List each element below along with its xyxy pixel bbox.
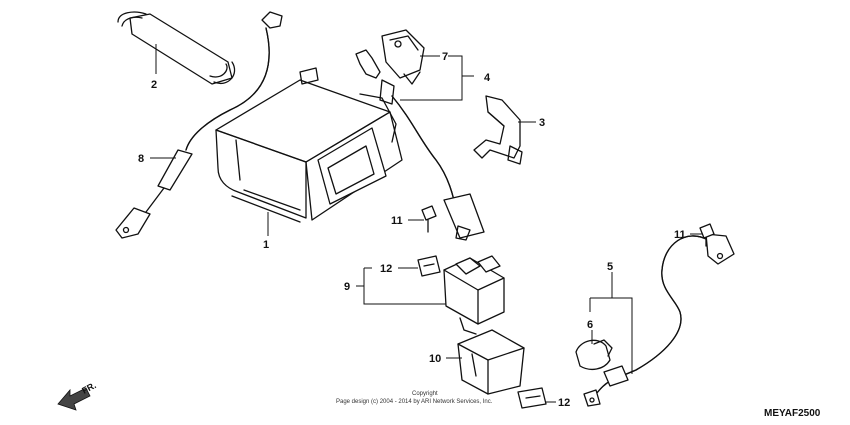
callout-4: 4 xyxy=(484,72,491,84)
bolt-part[interactable] xyxy=(421,205,437,233)
callout-12-upper: 12 xyxy=(380,263,392,275)
terminal-boot-part[interactable] xyxy=(575,339,613,371)
bolt-lower-part[interactable] xyxy=(699,223,715,247)
callout-2: 2 xyxy=(151,79,157,91)
fuse-part[interactable] xyxy=(417,255,441,277)
copyright-line: Page design (c) 2004 - 2014 by ARI Netwo… xyxy=(336,399,493,405)
starter-cable-part[interactable] xyxy=(583,233,735,407)
callout-12-lower: 12 xyxy=(558,397,570,409)
battery-strap-part[interactable] xyxy=(117,11,236,85)
callout-7: 7 xyxy=(442,51,448,63)
callout-9: 9 xyxy=(344,281,350,293)
bracket-part[interactable] xyxy=(473,95,523,165)
callout-1: 1 xyxy=(263,239,269,251)
terminal-cover-part[interactable] xyxy=(381,29,425,85)
starter-relay-part[interactable] xyxy=(443,255,505,335)
callout-3: 3 xyxy=(539,117,545,129)
callout-labels: 1 2 3 4 5 6 7 8 9 10 11 11 12 12 xyxy=(138,51,686,409)
callout-10: 10 xyxy=(429,353,441,365)
battery-part[interactable] xyxy=(215,67,403,223)
positive-cable-part[interactable] xyxy=(355,49,485,241)
callout-5: 5 xyxy=(607,261,613,273)
front-direction-label: FR. xyxy=(80,380,97,396)
relay-cover-part[interactable] xyxy=(457,329,525,395)
callout-6: 6 xyxy=(587,319,593,331)
callout-8: 8 xyxy=(138,153,144,165)
front-direction-indicator: FR. xyxy=(57,380,98,411)
leader-lines xyxy=(150,44,702,403)
fuse-lower-part[interactable] xyxy=(517,387,547,409)
diagram-code: MEYAF2500 xyxy=(764,408,821,419)
front-arrow-icon xyxy=(57,387,91,411)
callout-11-lower: 11 xyxy=(674,229,686,241)
callout-11-upper: 11 xyxy=(391,215,403,227)
copyright-title: Copyright xyxy=(412,391,438,397)
negative-cable-part[interactable] xyxy=(115,11,283,239)
